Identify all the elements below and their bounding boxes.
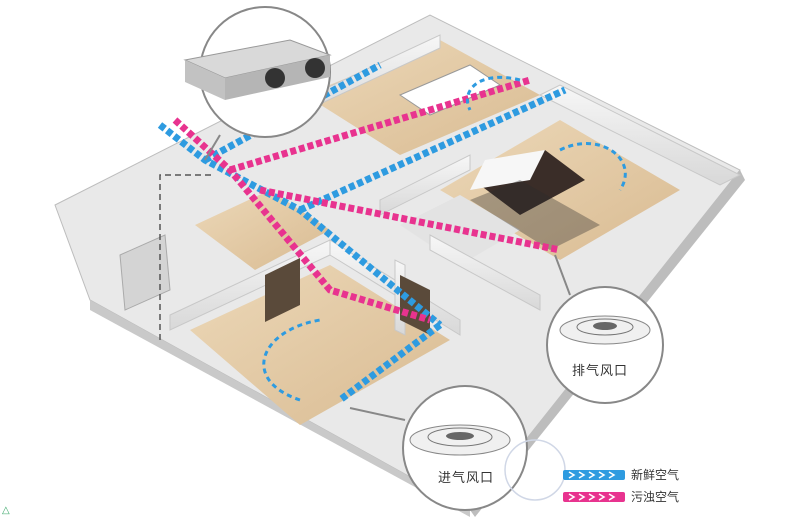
legend-stale-air: 污浊空气	[563, 488, 679, 505]
ventilation-unit-callout	[183, 6, 332, 161]
unit-port-2	[305, 58, 325, 78]
dashed-connector	[159, 174, 215, 340]
fresh-air-arrows-icon	[563, 469, 625, 480]
stale-air-arrows-icon	[563, 491, 625, 502]
furniture	[398, 64, 600, 250]
airflow-loops	[262, 75, 627, 402]
unit-port-1	[265, 68, 285, 88]
living-room-floor	[190, 265, 450, 425]
hall-floor	[195, 190, 330, 270]
stale-air-ducts	[172, 76, 561, 324]
exhaust-vent-callout	[546, 254, 664, 404]
exhaust-vent-label: 排气风口	[572, 364, 629, 379]
intake-vent-callout	[349, 385, 528, 511]
legend-stale-air-label: 污浊空气	[631, 490, 680, 504]
legend-fresh-air: 新鲜空气	[563, 466, 679, 483]
triangle-icon: △	[2, 505, 10, 516]
legend-fresh-air-label: 新鲜空气	[631, 468, 680, 482]
intake-vent-label: 进气风口	[438, 471, 495, 486]
staircase	[119, 234, 171, 311]
